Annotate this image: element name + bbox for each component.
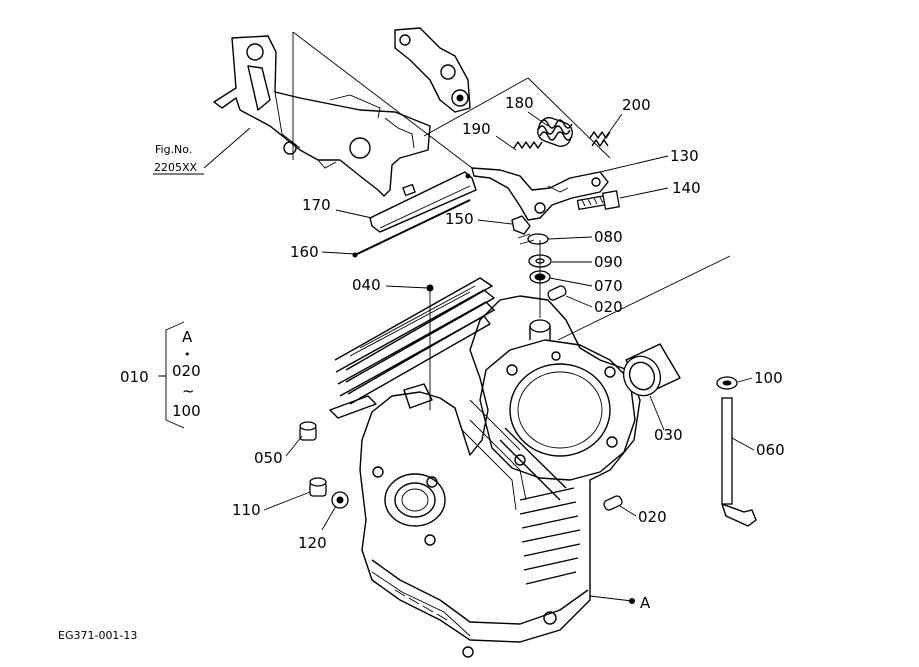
- spring-200-drawing: [589, 131, 611, 147]
- callout-A: A: [640, 594, 651, 612]
- callout-110: 110: [232, 501, 261, 519]
- gasket-120-drawing: [331, 491, 349, 509]
- callout-180: 180: [505, 94, 534, 112]
- bracket-assembly-010: 010: [120, 368, 149, 386]
- bracket-top-A: A: [182, 328, 193, 346]
- clip-150-drawing: [511, 215, 531, 235]
- bracket-tilde: ~: [182, 382, 195, 400]
- drain-plug-110-drawing: [309, 477, 327, 497]
- bolt-140-drawing: [576, 190, 621, 211]
- callout-160: 160: [290, 243, 319, 261]
- callout-030: 030: [654, 426, 683, 444]
- crankcase-drawing: [329, 277, 641, 658]
- bracket-to-100: 100: [172, 402, 201, 420]
- spring-190-drawing: [513, 141, 543, 149]
- callout-200: 200: [622, 96, 651, 114]
- callout-050: 050: [254, 449, 283, 467]
- callout-070: 070: [594, 277, 623, 295]
- callout-150: 150: [445, 210, 474, 228]
- callout-090: 090: [594, 253, 623, 271]
- callout-170: 170: [302, 196, 331, 214]
- callout-100: 100: [754, 369, 783, 387]
- dowel-pin-020-top-drawing: [547, 285, 567, 301]
- mounting-bracket-drawing: [213, 35, 431, 197]
- callout-020-bottom: 020: [638, 508, 667, 526]
- washer-080-drawing: [517, 233, 549, 245]
- callout-130: 130: [670, 147, 699, 165]
- bracket-dot: •: [184, 348, 191, 361]
- callout-190: 190: [462, 120, 491, 138]
- control-plate-170-drawing: [369, 171, 477, 233]
- callout-080: 080: [594, 228, 623, 246]
- spring-180-drawing: [537, 117, 573, 147]
- governor-shaft-060-drawing: [721, 397, 757, 527]
- fig-ref-line2: 2205XX: [154, 161, 198, 174]
- dowel-pin-020-bottom-drawing: [603, 495, 623, 511]
- callout-120: 120: [298, 534, 327, 552]
- cooling-fins-left: [334, 277, 495, 405]
- callout-040: 040: [352, 276, 381, 294]
- cooling-fins-right: [461, 399, 581, 585]
- text-labels: Fig.No. 2205XX 200 180 190 130 140 170 1…: [58, 94, 785, 642]
- plug-050-drawing: [299, 421, 317, 441]
- reference-A-dot: [629, 598, 635, 604]
- governor-lever-130-drawing: [471, 167, 609, 221]
- callout-020-top: 020: [594, 298, 623, 316]
- assembly-bracket-010: [165, 321, 185, 429]
- diagram-code: EG371-001-13: [58, 629, 137, 642]
- governor-rod-160-drawing: [352, 199, 471, 258]
- breather-pipe-040-drawing: [426, 284, 434, 410]
- fig-ref-line1: Fig.No.: [155, 143, 192, 156]
- washer-100-drawing: [716, 376, 738, 390]
- leader-lines: [158, 111, 755, 602]
- bushing-030-drawing: [622, 343, 681, 397]
- assembly-guide-lines: [292, 31, 731, 341]
- callout-140: 140: [672, 179, 701, 197]
- bracket-from-020: 020: [172, 362, 201, 380]
- callout-060: 060: [756, 441, 785, 459]
- governor-plate-drawing: [394, 27, 471, 113]
